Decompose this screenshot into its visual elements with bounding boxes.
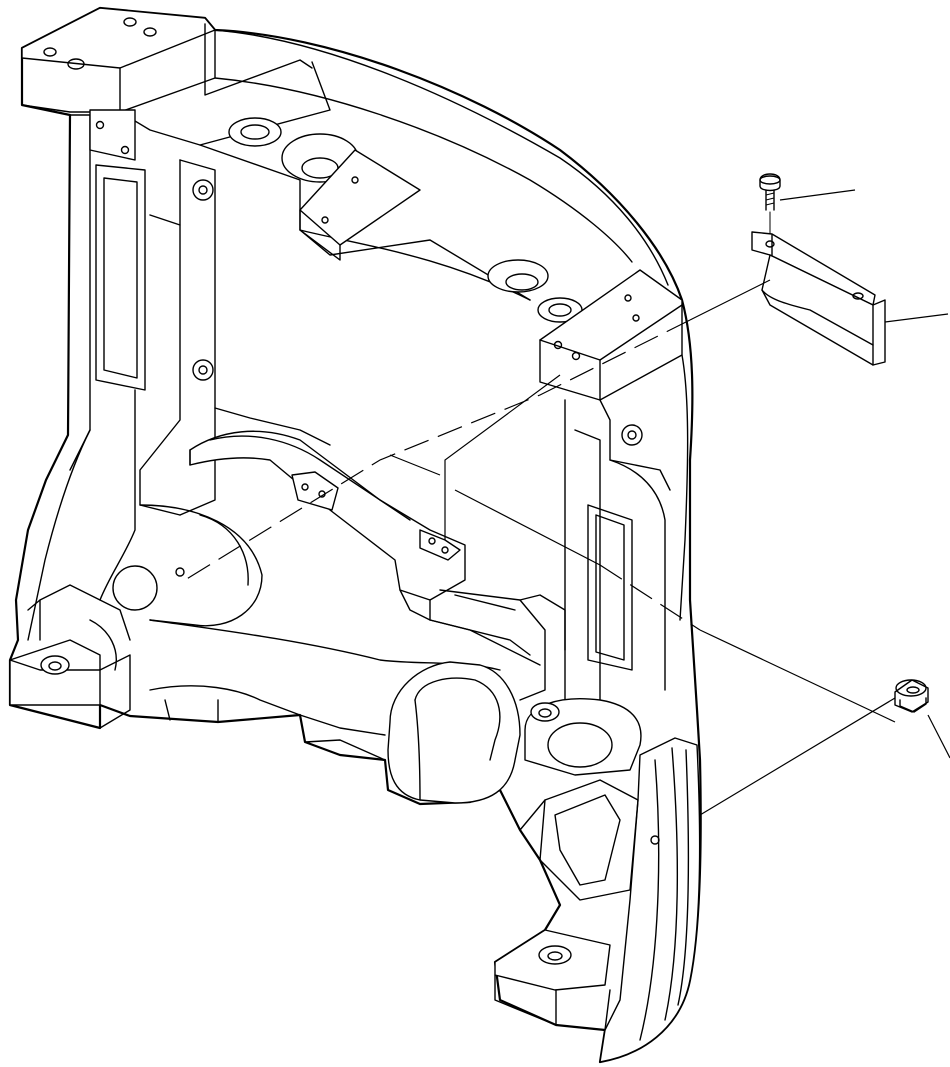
bolt-leader-line	[779, 189, 856, 201]
nut-leader-line	[927, 714, 950, 759]
bolt-icon	[759, 173, 781, 211]
center-crossbeam	[189, 430, 466, 601]
frame-casting-icon	[8, 6, 702, 1064]
lower-round-block	[387, 661, 521, 804]
bracket-plate-icon	[751, 231, 886, 366]
flange-nut-icon	[894, 679, 929, 713]
right-tall-leg	[599, 737, 701, 1063]
bracket-leader-line	[884, 313, 949, 323]
assembly-lines	[184, 279, 896, 816]
